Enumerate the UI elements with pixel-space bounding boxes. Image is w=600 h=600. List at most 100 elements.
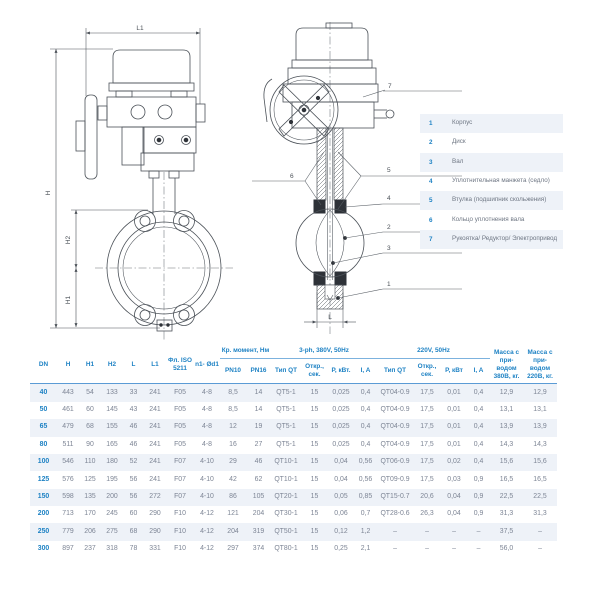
dim-l: L xyxy=(328,314,332,321)
table-cell: 4-8 xyxy=(202,423,212,431)
table-cell: QT80-1 xyxy=(274,545,298,553)
table-cell: 15 xyxy=(310,423,319,431)
table-cell: 0,56 xyxy=(358,458,373,466)
table-cell: 105 xyxy=(252,492,265,500)
column-header: Фл. ISO 5211 xyxy=(168,356,192,373)
column-header: L1 xyxy=(151,361,159,368)
table-cell: 0,04 xyxy=(334,475,348,483)
table-cell: 0,03 xyxy=(447,475,461,483)
table-cell: 52 xyxy=(129,458,138,466)
table-cell: 19 xyxy=(254,423,263,431)
table-cell: F10 xyxy=(174,545,186,553)
table-cell: 8,5 xyxy=(228,405,238,413)
table-cell: QT06-0.9 xyxy=(380,458,410,466)
table-cell: QT10-1 xyxy=(274,475,298,483)
legend-item-label: Уплотнительная манжета (седло) xyxy=(452,177,550,185)
table-cell: – xyxy=(393,545,397,553)
table-cell: 56,0 xyxy=(499,545,514,553)
table-cell: 0,04 xyxy=(334,458,348,466)
table-cell: 0,01 xyxy=(447,405,461,413)
column-header: L xyxy=(131,361,136,368)
table-cell: QT5-1 xyxy=(271,383,301,402)
column-subheader: Откр., сек. xyxy=(305,363,324,379)
table-cell: 0,4 xyxy=(467,383,490,402)
callout-6: 6 xyxy=(290,173,294,180)
table-cell: 204 xyxy=(252,510,265,518)
table-cell: 22,5 xyxy=(533,492,547,500)
dn-cell: 50 xyxy=(39,405,48,413)
dn-cell: 100 xyxy=(37,458,50,466)
callout-3: 3 xyxy=(387,245,391,252)
table-cell: QT04-0.9 xyxy=(380,440,410,448)
column-header: DN xyxy=(38,361,49,368)
table-cell: 46 xyxy=(129,440,138,448)
table-cell: QT30-1 xyxy=(274,510,298,518)
table-cell: F05 xyxy=(174,423,186,431)
table-cell: 0,01 xyxy=(447,440,461,448)
table-cell: QT09-0.9 xyxy=(380,475,410,483)
table-cell: 13,9 xyxy=(499,423,514,431)
table-cell: 1,2 xyxy=(360,527,371,535)
callout-1: 1 xyxy=(387,281,391,288)
table-cell: 0,4 xyxy=(473,423,484,431)
table-cell: 145 xyxy=(106,405,118,413)
table-cell: 17,5 xyxy=(420,475,434,483)
dim-h: H xyxy=(45,190,52,195)
table-cell: 13,1 xyxy=(499,405,514,413)
column-subheader: I, A xyxy=(473,367,484,375)
table-cell: 15,6 xyxy=(533,458,547,466)
table-cell: QT10-1 xyxy=(274,458,298,466)
table-cell: 4-10 xyxy=(200,458,214,466)
table-cell: 17,5 xyxy=(413,383,441,402)
table-cell: 0,85 xyxy=(358,492,373,500)
legend-item-number: 6 xyxy=(429,216,433,224)
table-cell: 165 xyxy=(106,440,118,448)
table-cell: 779 xyxy=(62,527,74,535)
table-cell: 46 xyxy=(129,423,138,431)
table-cell: F05 xyxy=(174,405,186,413)
table-cell: 14,3 xyxy=(533,440,547,448)
table-cell: F07 xyxy=(174,475,186,483)
callout-7: 7 xyxy=(388,83,392,90)
table-cell: 713 xyxy=(62,510,74,518)
table-cell: QT5-1 xyxy=(276,440,296,448)
dim-l1: L1 xyxy=(136,25,144,32)
column-group-header: Кр. момент, Нм xyxy=(220,347,271,360)
callout-2: 2 xyxy=(387,224,391,231)
table-cell: 0,04 xyxy=(447,492,461,500)
table-cell: 27 xyxy=(254,440,263,448)
table-cell: 4-12 xyxy=(200,545,214,553)
table-cell: 0,4 xyxy=(473,458,484,466)
table-cell: 20,6 xyxy=(420,492,434,500)
table-cell: QT50-1 xyxy=(274,527,298,535)
table-cell: 17,5 xyxy=(420,458,434,466)
legend-item-label: Кольцо уплотнения вала xyxy=(452,215,525,223)
dim-h2: H2 xyxy=(65,235,72,244)
table-cell: 31,3 xyxy=(533,510,547,518)
table-cell: 4-10 xyxy=(200,492,214,500)
table-cell: 16,5 xyxy=(533,475,547,483)
table-cell: 4-8 xyxy=(202,440,212,448)
table-cell: 241 xyxy=(149,405,161,413)
dn-cell: 40 xyxy=(30,383,57,402)
table-cell: 33 xyxy=(123,383,144,402)
legend-item-number: 5 xyxy=(429,197,433,205)
table-cell: 0,025 xyxy=(332,440,350,448)
table-cell: 90 xyxy=(86,440,94,448)
column-header: Масса с при- водом 220В, кг. xyxy=(527,348,553,381)
table-cell: – xyxy=(538,527,542,535)
table-cell: 241 xyxy=(149,440,161,448)
table-cell: QT04-0.9 xyxy=(380,423,410,431)
valve-technical-drawing: L1 H H2 H1 xyxy=(45,22,462,342)
table-cell: 78 xyxy=(129,545,138,553)
table-cell: 0,9 xyxy=(473,492,484,500)
table-cell: 54 xyxy=(79,383,101,402)
table-cell: 110 xyxy=(84,458,96,466)
legend-item: 6 Кольцо уплотнения вала xyxy=(420,210,563,229)
